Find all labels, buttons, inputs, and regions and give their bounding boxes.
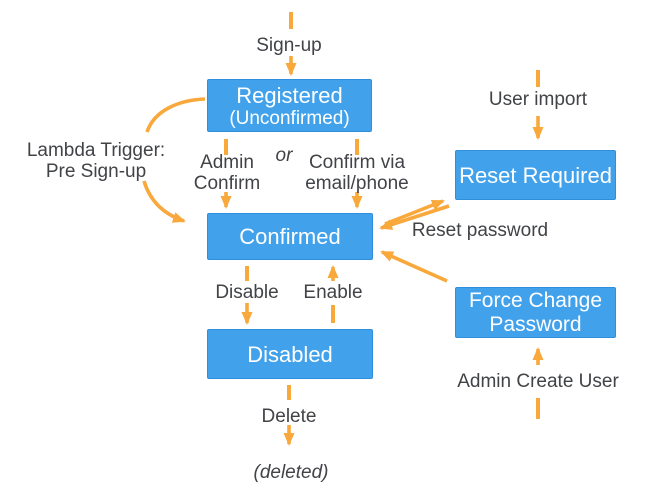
node-confirmed: Confirmed: [207, 213, 373, 260]
label-delete: Delete: [261, 406, 317, 427]
label-admin-confirm-line1: Admin: [200, 152, 254, 173]
label-reset-password: Reset password: [411, 220, 549, 241]
label-or: or: [275, 145, 293, 166]
node-registered-sublabel: (Unconfirmed): [229, 107, 350, 129]
node-force-change-password: Force Change Password: [455, 287, 616, 338]
label-admin-confirm: Admin Confirm: [194, 152, 261, 194]
label-admin-confirm-line2: Confirm: [193, 173, 261, 194]
label-deleted: (deleted): [253, 462, 329, 483]
label-lambda-trigger: Lambda Trigger: Pre Sign-up: [27, 140, 165, 182]
label-confirm-via-line2: email/phone: [305, 173, 409, 194]
label-disable: Disable: [215, 282, 279, 303]
label-enable: Enable: [303, 282, 363, 303]
label-confirm-via: Confirm via email/phone: [305, 152, 409, 194]
node-reset-required-label: Reset Required: [459, 162, 612, 188]
node-registered: Registered (Unconfirmed): [207, 79, 372, 132]
label-lambda-trigger-line2: Pre Sign-up: [45, 161, 147, 182]
node-reset-required: Reset Required: [455, 150, 616, 200]
node-force-change-password-line2: Password: [489, 312, 582, 336]
label-user-import: User import: [488, 89, 588, 110]
label-confirm-via-line1: Confirm via: [308, 152, 406, 173]
node-force-change-password-line1: Force Change: [468, 288, 603, 312]
label-lambda-trigger-line1: Lambda Trigger:: [26, 140, 166, 161]
force-change-to-confirmed-arrow: [380, 250, 448, 283]
node-confirmed-label: Confirmed: [239, 224, 341, 249]
label-admin-create-user: Admin Create User: [457, 371, 619, 392]
lambda-trigger-arc-bottom: [142, 180, 186, 223]
confirmed-to-reset-required-arrow: [384, 199, 445, 226]
node-disabled: Disabled: [207, 329, 373, 379]
node-disabled-label: Disabled: [247, 341, 333, 367]
lambda-trigger-arc-top: [145, 97, 206, 133]
reset-required-to-confirmed-arrow: [379, 204, 450, 230]
node-registered-label: Registered: [236, 82, 343, 108]
label-sign-up: Sign-up: [256, 35, 322, 56]
